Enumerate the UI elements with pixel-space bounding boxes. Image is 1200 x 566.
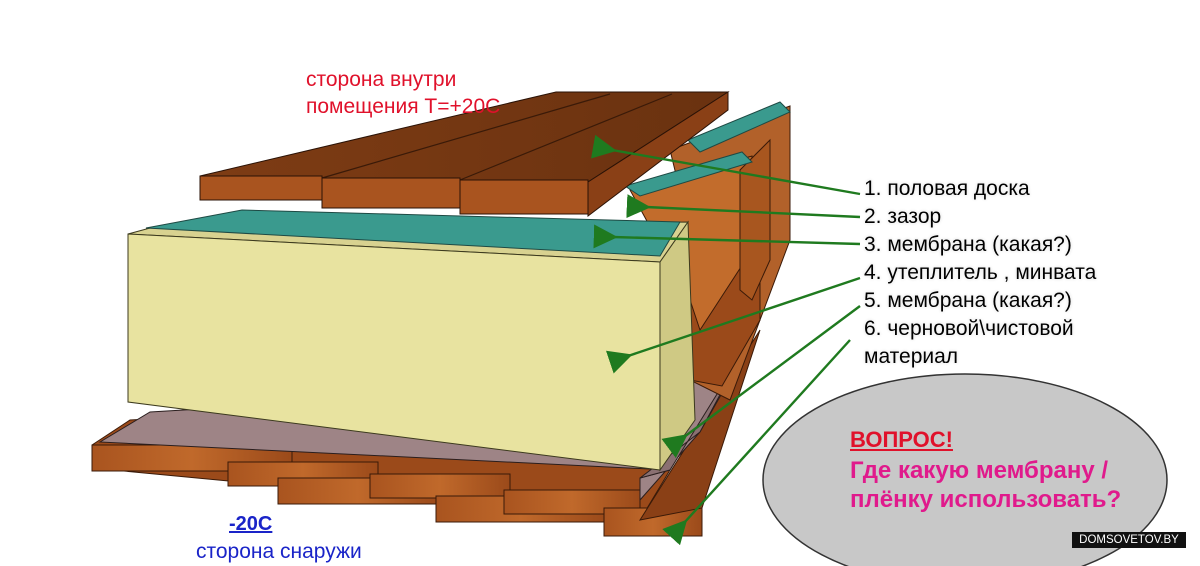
question-text: Где какую мембрану /плёнку использовать?: [850, 457, 1122, 513]
inside-side-label: сторона внутри помещения Т=+20С: [306, 66, 500, 120]
arrow-top-membrane: [593, 224, 861, 249]
inside-line1: сторона внутри: [306, 68, 457, 91]
arrow-floorboard: [590, 134, 861, 196]
layer-label-4: 4. утеплитель , минвата: [864, 261, 1097, 284]
arrow-bottom-membrane: [661, 305, 861, 459]
pointer-arrows: [590, 134, 861, 546]
arrow-insulation: [605, 276, 861, 374]
layer-label-3: 3. мембрана (какая?): [864, 233, 1072, 256]
watermark: DOMSOVETOV.BY: [1072, 532, 1186, 548]
top-membrane: [145, 209, 681, 257]
layer-label-1: 1. половая доска: [864, 177, 1030, 200]
floor-boards: [199, 91, 730, 218]
top-membrane-back: [687, 101, 791, 153]
inside-line2: помещения Т=+20С: [306, 95, 501, 118]
layer-label-5: 5. мембрана (какая?): [864, 289, 1072, 312]
question-ellipse: [762, 373, 1168, 566]
insulation-block: [127, 220, 696, 472]
question-title: ВОПРОС!: [850, 427, 953, 452]
outside-side-label: сторона снаружи: [196, 540, 362, 563]
layer-label-6: 6. черновой\чистовой: [864, 317, 1074, 340]
arrow-rough-floor: [662, 339, 851, 546]
arrow-gap: [626, 194, 861, 219]
layer-label-2: 2. зазор: [864, 205, 942, 228]
layer-label-6-cont: материал: [864, 345, 959, 368]
outside-temperature: -20С: [229, 513, 273, 535]
